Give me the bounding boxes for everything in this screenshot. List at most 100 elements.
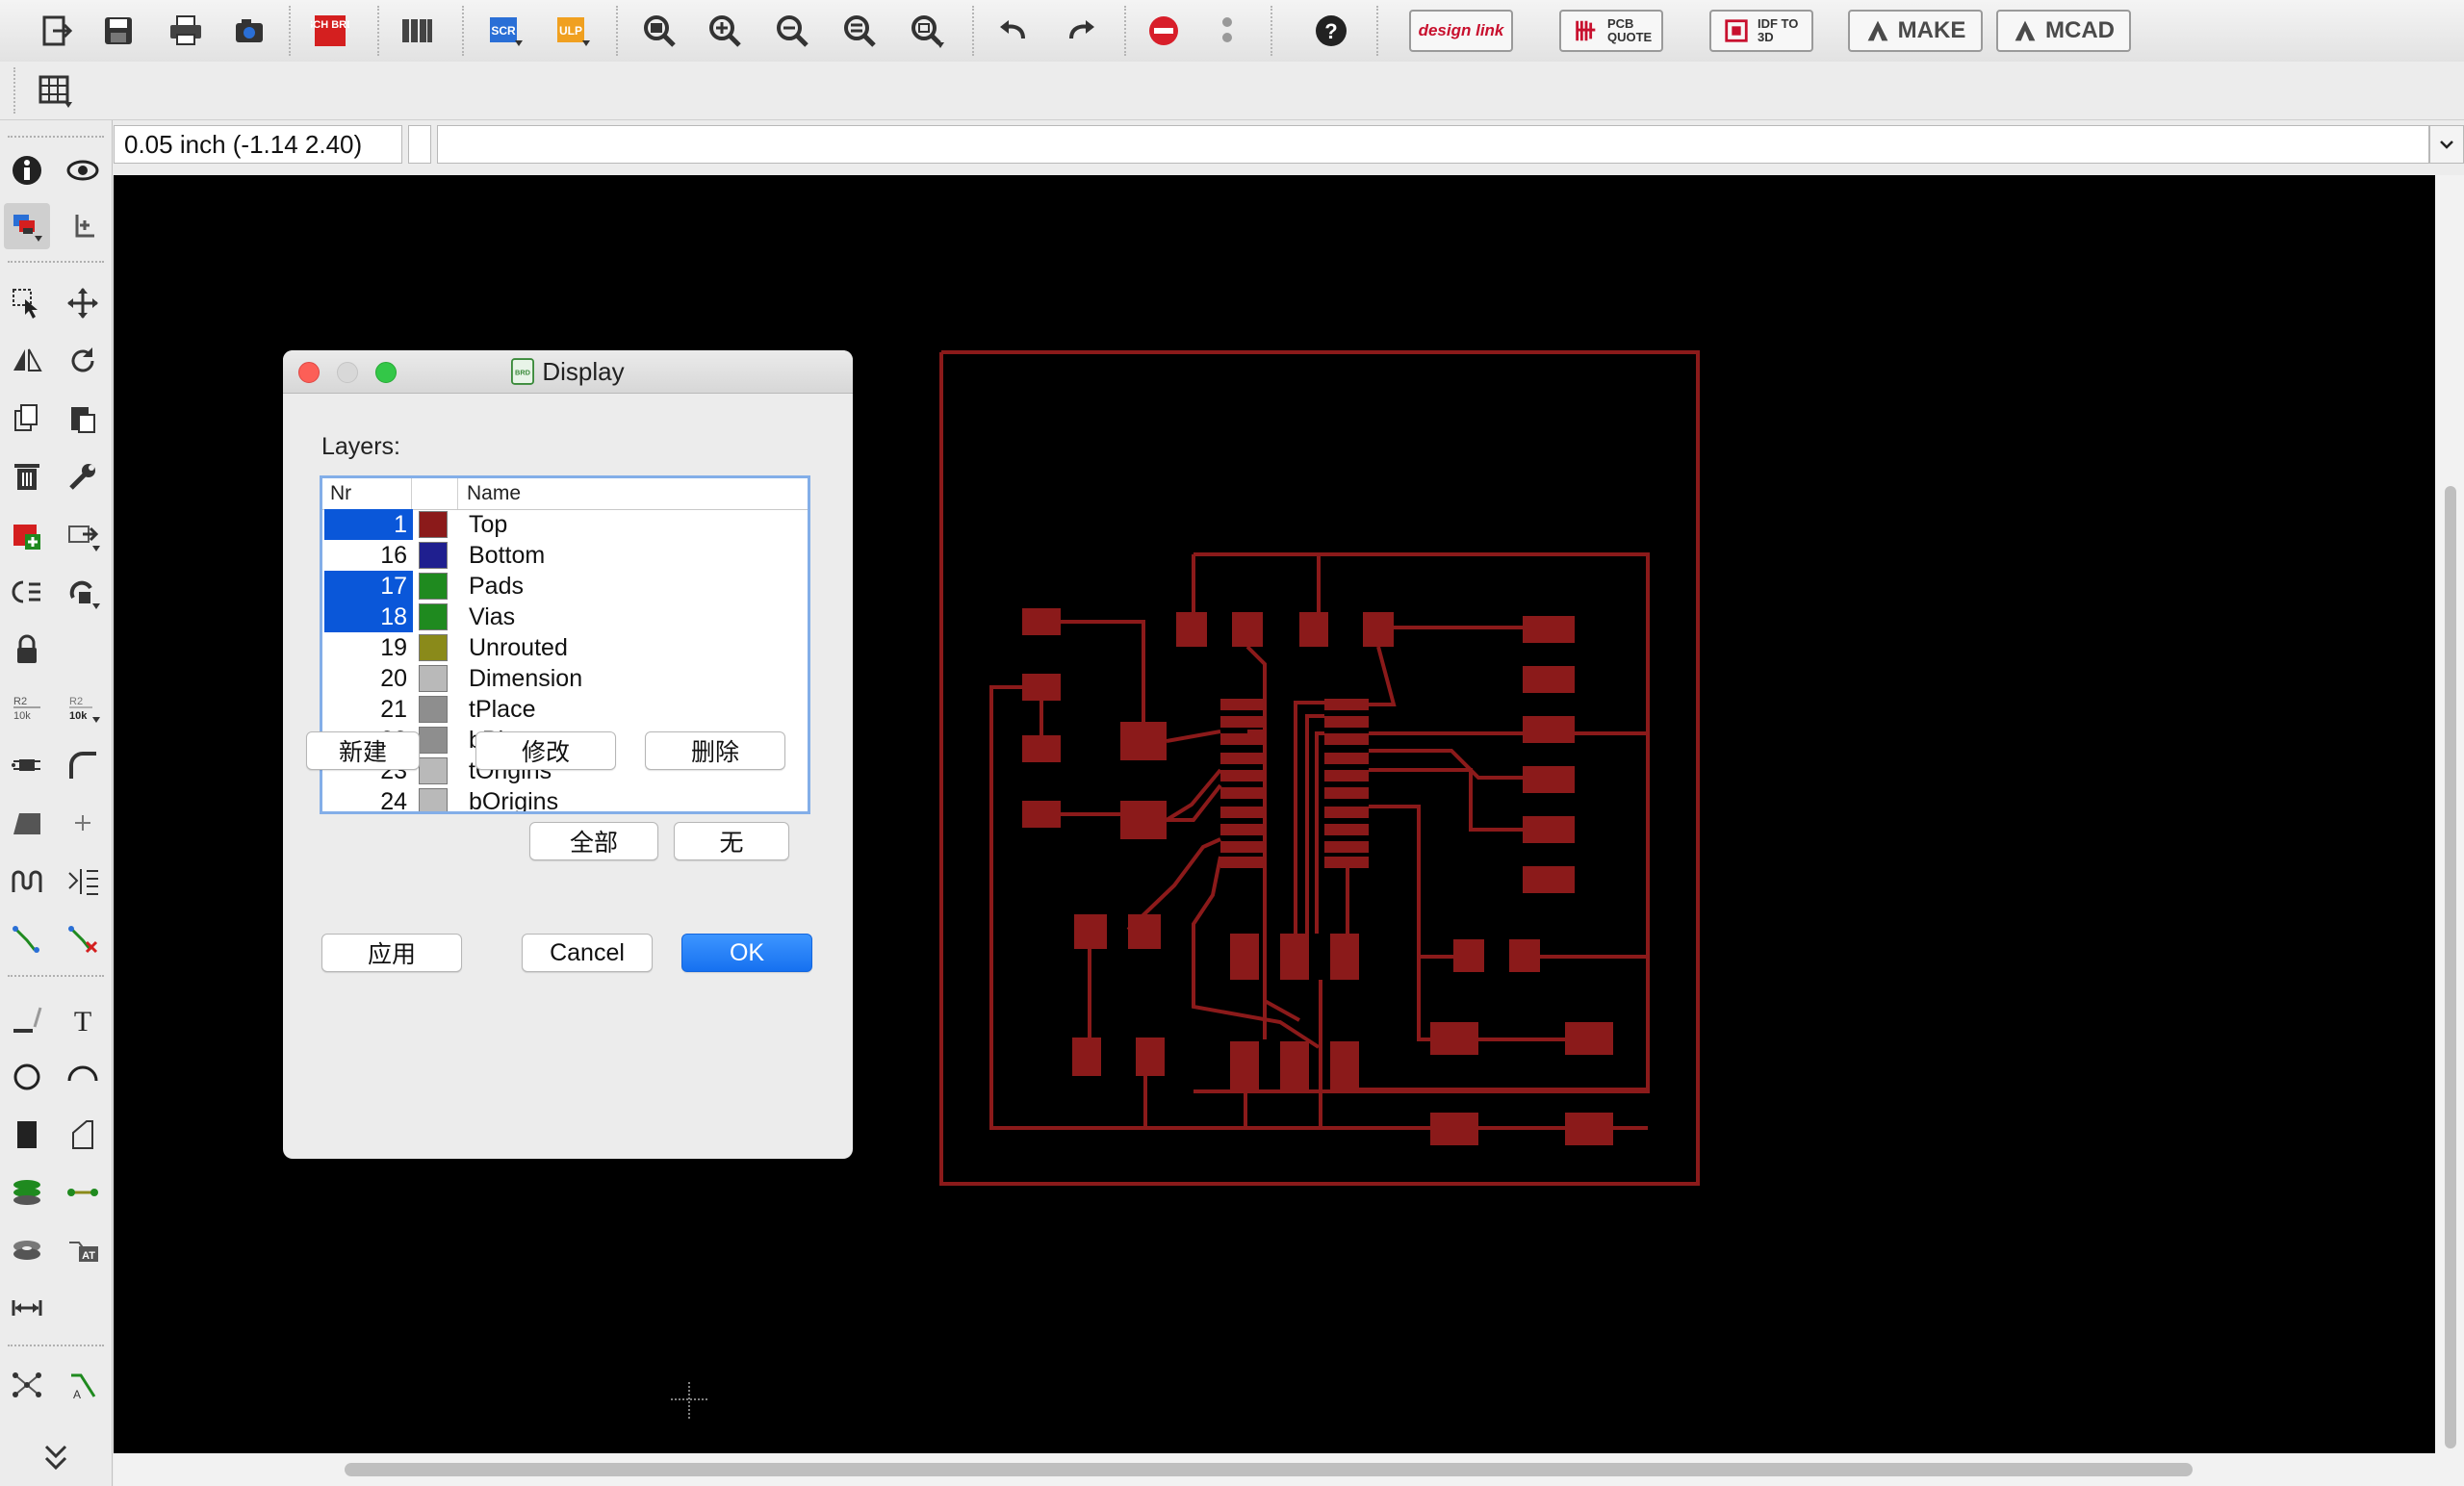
optimize-wire-icon[interactable] xyxy=(60,800,106,846)
mcad-button[interactable]: MCAD xyxy=(1996,10,2131,52)
layer-display-icon[interactable] xyxy=(4,203,50,249)
redo-icon[interactable] xyxy=(1057,8,1105,54)
zoom-window-button[interactable] xyxy=(375,362,397,383)
idf-to-3d-button[interactable]: IDF TO 3D xyxy=(1709,10,1813,52)
show-eye-icon[interactable] xyxy=(60,147,106,193)
new-layer-button[interactable]: 新建 xyxy=(306,731,420,770)
hole-icon[interactable] xyxy=(4,1227,50,1273)
grid-icon[interactable] xyxy=(31,67,79,114)
apply-button[interactable]: 应用 xyxy=(321,934,462,972)
select-all-layers-button[interactable]: 全部 xyxy=(529,822,658,860)
rotate-icon[interactable] xyxy=(60,338,106,384)
cam-processor-icon[interactable] xyxy=(225,8,273,54)
lock-icon[interactable] xyxy=(4,627,50,673)
go-icon[interactable] xyxy=(1203,8,1251,54)
print-icon[interactable] xyxy=(162,8,210,54)
autorouter-icon[interactable]: A xyxy=(60,1362,106,1408)
pcb-quote-button[interactable]: PCB QUOTE xyxy=(1559,10,1663,52)
layer-color-swatch[interactable] xyxy=(419,511,448,538)
command-line-input[interactable] xyxy=(437,125,2429,164)
polygon-icon[interactable] xyxy=(60,1112,106,1158)
design-link-button[interactable]: design link xyxy=(1409,10,1513,52)
column-header-name[interactable]: Name xyxy=(467,482,522,504)
layer-color-swatch[interactable] xyxy=(419,665,448,692)
swap-icon[interactable] xyxy=(4,569,50,615)
command-history-dropdown[interactable] xyxy=(2429,125,2464,164)
layer-color-swatch[interactable] xyxy=(419,757,448,784)
arc-icon[interactable] xyxy=(60,1054,106,1100)
group-select-icon[interactable] xyxy=(4,280,50,326)
smash-icon[interactable] xyxy=(4,742,50,788)
library-icon[interactable] xyxy=(393,8,441,54)
vertical-scroll-thumb[interactable] xyxy=(2445,486,2456,1448)
select-none-button[interactable]: 无 xyxy=(674,822,789,860)
zoom-redraw-icon[interactable] xyxy=(835,8,884,54)
layer-color-swatch[interactable] xyxy=(419,634,448,661)
close-window-button[interactable] xyxy=(298,362,320,383)
split-icon[interactable] xyxy=(4,800,50,846)
circle-icon[interactable] xyxy=(4,1054,50,1100)
layer-color-swatch[interactable] xyxy=(419,603,448,630)
minimize-window-button[interactable] xyxy=(337,362,358,383)
save-icon[interactable] xyxy=(94,8,142,54)
undo-icon[interactable] xyxy=(989,8,1038,54)
move-icon[interactable] xyxy=(60,280,106,326)
column-header-nr[interactable]: Nr xyxy=(330,482,352,504)
zoom-select-icon[interactable] xyxy=(903,8,951,54)
layer-color-swatch[interactable] xyxy=(419,788,448,811)
mirror-icon[interactable] xyxy=(4,338,50,384)
change-wrench-icon[interactable] xyxy=(60,453,106,500)
help-icon[interactable]: ? xyxy=(1307,8,1355,54)
open-icon[interactable] xyxy=(33,8,81,54)
signal-icon[interactable] xyxy=(60,1169,106,1216)
layer-color-swatch[interactable] xyxy=(419,542,448,569)
copy-icon[interactable] xyxy=(4,396,50,442)
rectangle-icon[interactable] xyxy=(4,1112,50,1158)
miter-icon[interactable] xyxy=(60,742,106,788)
via-icon[interactable] xyxy=(4,1169,50,1216)
delete-layer-button[interactable]: 删除 xyxy=(645,731,785,770)
replace-icon[interactable] xyxy=(60,511,106,557)
info-icon[interactable] xyxy=(4,147,50,193)
zoom-fit-icon[interactable] xyxy=(635,8,683,54)
ripup-icon[interactable] xyxy=(60,915,106,961)
layer-color-swatch[interactable] xyxy=(419,573,448,600)
zoom-out-icon[interactable] xyxy=(768,8,816,54)
ok-button[interactable]: OK xyxy=(681,934,812,972)
paste-icon[interactable] xyxy=(60,396,106,442)
mark-icon[interactable] xyxy=(60,203,106,249)
delete-icon[interactable] xyxy=(4,453,50,500)
layer-color-swatch[interactable] xyxy=(419,696,448,723)
script-icon[interactable]: SCR xyxy=(481,8,529,54)
meander-icon[interactable] xyxy=(4,858,50,904)
horizontal-scroll-thumb[interactable] xyxy=(345,1463,2193,1476)
ratsnest-icon[interactable] xyxy=(4,1362,50,1408)
add-part-icon[interactable] xyxy=(4,511,50,557)
optimize-icon[interactable] xyxy=(60,569,106,615)
coordinate-toggle[interactable] xyxy=(408,125,431,164)
make-button[interactable]: MAKE xyxy=(1848,10,1983,52)
zoom-in-icon[interactable] xyxy=(701,8,749,54)
sch-brd-switch-icon[interactable]: SCH BRD xyxy=(306,8,354,54)
route-icon[interactable] xyxy=(4,915,50,961)
cancel-button[interactable]: Cancel xyxy=(522,934,653,972)
expand-palette-icon[interactable] xyxy=(33,1439,79,1473)
modify-layer-button[interactable]: 修改 xyxy=(475,731,616,770)
layer-color-swatch[interactable] xyxy=(419,727,448,754)
dimension-icon[interactable] xyxy=(4,1285,50,1331)
stop-icon[interactable] xyxy=(1140,8,1188,54)
ulp-icon[interactable]: ULP xyxy=(549,8,597,54)
line-icon[interactable] xyxy=(4,996,50,1042)
attribute-icon[interactable]: AT xyxy=(60,1227,106,1273)
slice-icon[interactable] xyxy=(60,858,106,904)
